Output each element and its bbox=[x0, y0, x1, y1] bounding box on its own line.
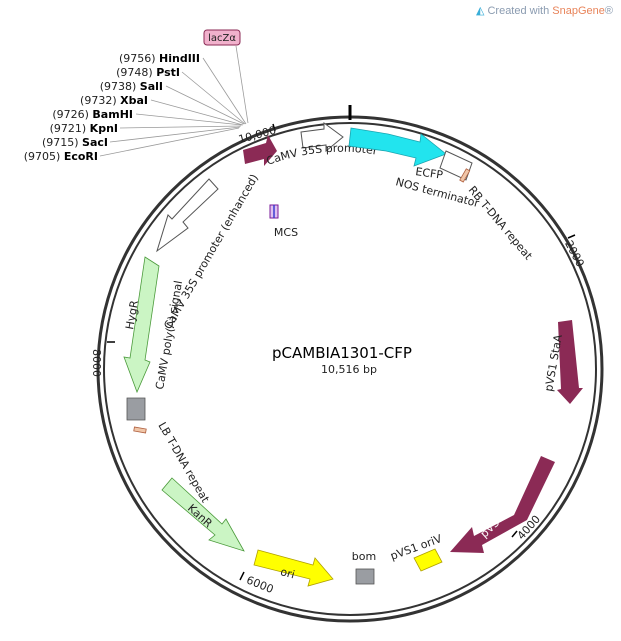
hygr-label: HygR bbox=[123, 299, 141, 331]
bom-block bbox=[355, 568, 375, 585]
site-bamhi: (9726) BamHI bbox=[52, 108, 133, 121]
tick-2000-mark bbox=[567, 234, 576, 239]
tick-6000-mark bbox=[239, 571, 245, 581]
site-psti: (9748) PstI bbox=[116, 66, 180, 79]
plasmid-name: pCAMBIA1301-CFP bbox=[272, 344, 412, 362]
bom-label: bom bbox=[352, 550, 376, 563]
camv-polya-block bbox=[126, 397, 146, 421]
restriction-site-labels: (9756) HindIII (9748) PstI (9738) SalI (… bbox=[24, 52, 200, 163]
ori-label: ori bbox=[279, 565, 296, 581]
ori-arrow bbox=[253, 549, 334, 587]
camv-35s-promoter-arrow bbox=[300, 122, 344, 153]
restriction-site-leaders bbox=[99, 45, 249, 157]
lacza-feature-label: lacZα bbox=[203, 29, 241, 46]
pvs1-oriv-block bbox=[413, 548, 443, 572]
svg-text:MCS: MCS bbox=[274, 226, 298, 239]
tick-2000-label: 2000 bbox=[562, 238, 587, 269]
watermark-prefix: Created with bbox=[487, 5, 553, 17]
mcs-feature: MCS bbox=[269, 204, 298, 239]
watermark-suffix: ® bbox=[604, 5, 613, 17]
site-saci: (9715) SacI bbox=[42, 136, 108, 149]
site-xbai: (9732) XbaI bbox=[80, 94, 148, 107]
ecfp-arrow bbox=[348, 127, 447, 167]
rb-tdna-repeat-mark bbox=[459, 168, 471, 183]
site-hindiii: (9756) HindIII bbox=[119, 52, 200, 65]
plasmid-length: 10,516 bp bbox=[321, 363, 377, 376]
camv-polya-label: CaMV poly(A) signal bbox=[153, 280, 185, 391]
backbone-inner-ring bbox=[103, 122, 597, 616]
lacza-arrow bbox=[243, 135, 277, 166]
tick-4000-mark bbox=[511, 530, 518, 538]
hygr-arrow bbox=[123, 256, 160, 394]
tick-1000-mark bbox=[272, 123, 276, 132]
camv-35s-enhanced-arrow bbox=[156, 178, 219, 253]
kanr-arrow bbox=[161, 477, 245, 552]
pvs1-repa-arrow bbox=[450, 456, 555, 553]
ecfp-label: ECFP bbox=[415, 165, 444, 182]
site-kpni: (9721) KpnI bbox=[50, 122, 118, 135]
lb-tdna-repeat-mark bbox=[133, 426, 147, 434]
watermark-brand: SnapGene bbox=[552, 5, 605, 17]
tick-8000-label: 8000 bbox=[90, 349, 103, 377]
svg-text:lacZα: lacZα bbox=[208, 33, 236, 44]
pvs1-staa-arrow bbox=[557, 320, 583, 404]
site-sali: (9738) SalI bbox=[100, 80, 163, 93]
snapgene-logo-icon: ◭ bbox=[475, 5, 485, 17]
snapgene-watermark: ◭ Created with SnapGene® bbox=[476, 4, 613, 17]
site-ecori: (9705) EcoRI bbox=[24, 150, 98, 163]
